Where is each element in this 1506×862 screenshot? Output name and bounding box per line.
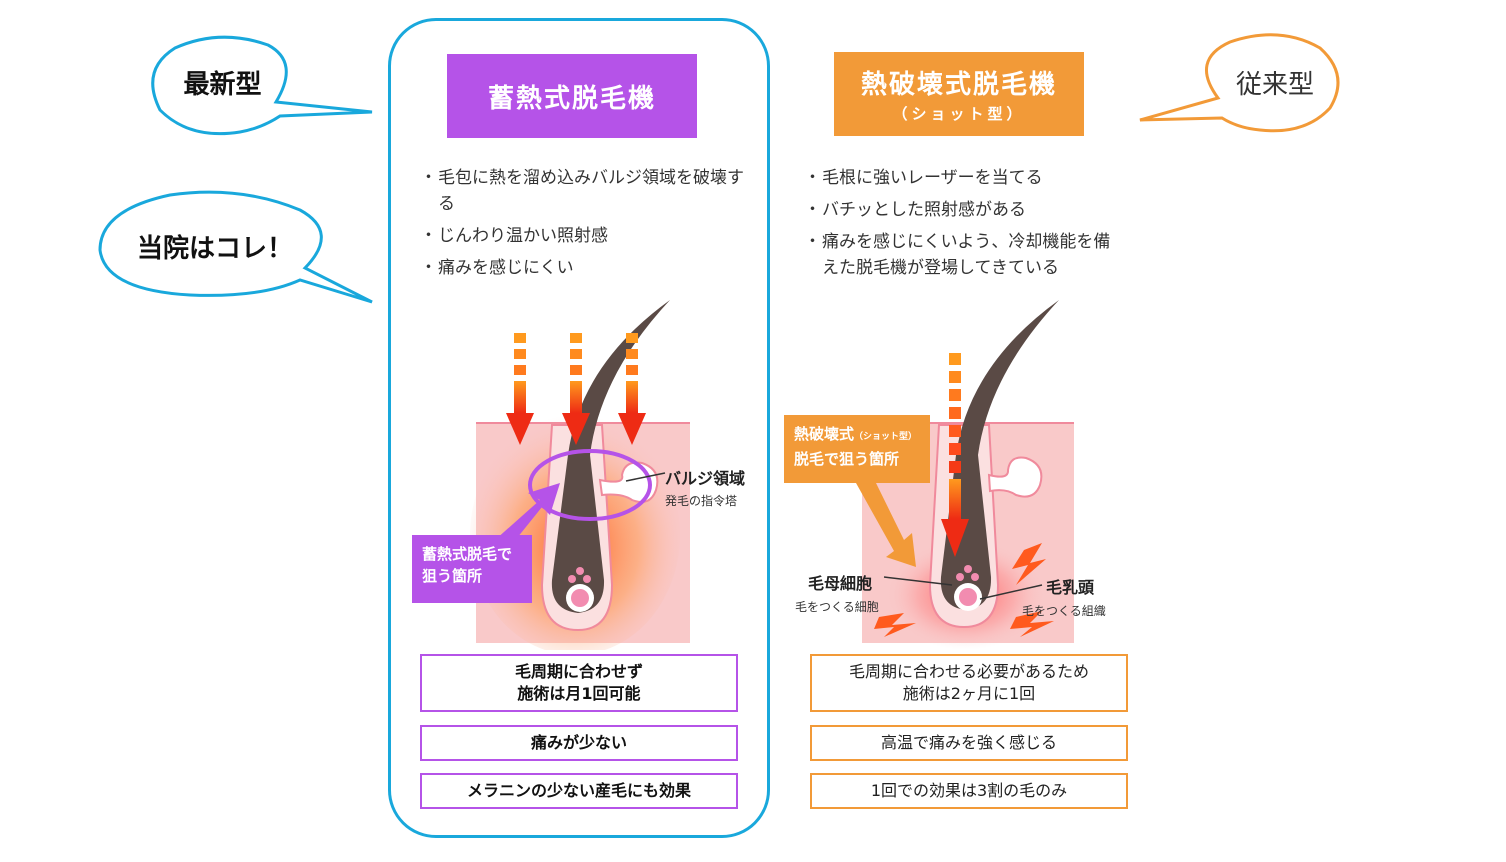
laser-arrow: [506, 333, 534, 445]
lightning-icon: [874, 613, 916, 637]
bulge-label: バルジ領域: [665, 469, 746, 488]
matrix-cell: [956, 573, 964, 581]
latest-bubble-text: 最新型: [183, 70, 262, 100]
right-subtitle: （ショット型）: [892, 105, 1026, 123]
laser-arrow: [941, 353, 969, 557]
papilla-sublabel: 毛をつくる組織: [1022, 604, 1106, 618]
right-bullets: ・毛根に強いレーザーを当てる ・バチッとした照射感がある ・痛みを感じにくいよう…: [804, 165, 1124, 287]
laser-arrow: [618, 333, 646, 445]
bulge-sublabel: 発毛の指令塔: [665, 494, 738, 508]
list-item: ・じんわり温かい照射感: [420, 226, 608, 246]
left-bullets: ・毛包に熱を溜め込みバルジ領域を破壊する ・じんわり温かい照射感 ・痛みを感じに…: [420, 165, 750, 287]
right-title-box: 熱破壊式脱毛機 （ショット型）: [834, 52, 1084, 136]
laser-arrow: [562, 333, 590, 445]
matrix-label: 毛母細胞: [808, 574, 873, 593]
right-feature-3: 1回での効果は3割の毛のみ: [810, 773, 1128, 809]
ours-bubble-text: 当院はコレ！: [136, 234, 293, 264]
left-feature-1: 毛周期に合わせず施術は月1回可能: [420, 654, 738, 712]
conventional-bubble-text: 従来型: [1235, 70, 1314, 100]
right-hair-diagram: [856, 300, 1074, 650]
matrix-cell: [971, 573, 979, 581]
matrix-sublabel: 毛をつくる細胞: [795, 600, 879, 614]
papilla-label: 毛乳頭: [1046, 578, 1095, 597]
bulge-target-ring: [528, 449, 652, 521]
papilla-pointer-line: [979, 584, 1043, 600]
list-item: ・毛包に熱を溜め込みバルジ領域を破壊する: [420, 168, 744, 214]
papilla-core: [571, 589, 589, 607]
right-callout: 熱破壊式（ショット型） 脱毛で狙う箇所: [784, 415, 930, 483]
left-feature-2: 痛みが少ない: [420, 725, 738, 761]
right-feature-1: 毛周期に合わせる必要があるため施術は2ヶ月に1回: [810, 654, 1128, 712]
list-item: ・痛みを感じにくいよう、冷却機能を備えた脱毛機が登場してきている: [804, 232, 1111, 278]
bulge-gland: [987, 456, 1043, 498]
hair-shaft: [940, 300, 1059, 610]
matrix-cell: [583, 575, 591, 583]
list-item: ・痛みを感じにくい: [420, 258, 574, 278]
list-item: ・毛根に強いレーザーを当てる: [804, 168, 1043, 188]
left-callout: 蓄熱式脱毛で 狙う箇所: [412, 535, 532, 603]
highlight-panel: [388, 18, 770, 838]
hair-shaft: [551, 300, 670, 613]
matrix-pointer-line: [883, 576, 953, 586]
left-title-box: 蓄熱式脱毛機: [447, 54, 697, 138]
lightning-icon: [1012, 543, 1046, 585]
bulge-pointer-line: [625, 472, 666, 482]
right-feature-2: 高温で痛みを強く感じる: [810, 725, 1128, 761]
right-title: 熱破壊式脱毛機: [860, 70, 1057, 100]
lightning-icon: [1010, 611, 1054, 637]
matrix-cell: [576, 567, 584, 575]
left-title: 蓄熱式脱毛機: [487, 83, 656, 114]
left-feature-3: メラニンの少ない産毛にも効果: [420, 773, 738, 809]
right-callout-arrow: [856, 483, 916, 567]
list-item: ・バチッとした照射感がある: [804, 200, 1026, 220]
papilla-core: [959, 588, 977, 606]
matrix-cell: [964, 565, 972, 573]
matrix-cell: [568, 575, 576, 583]
